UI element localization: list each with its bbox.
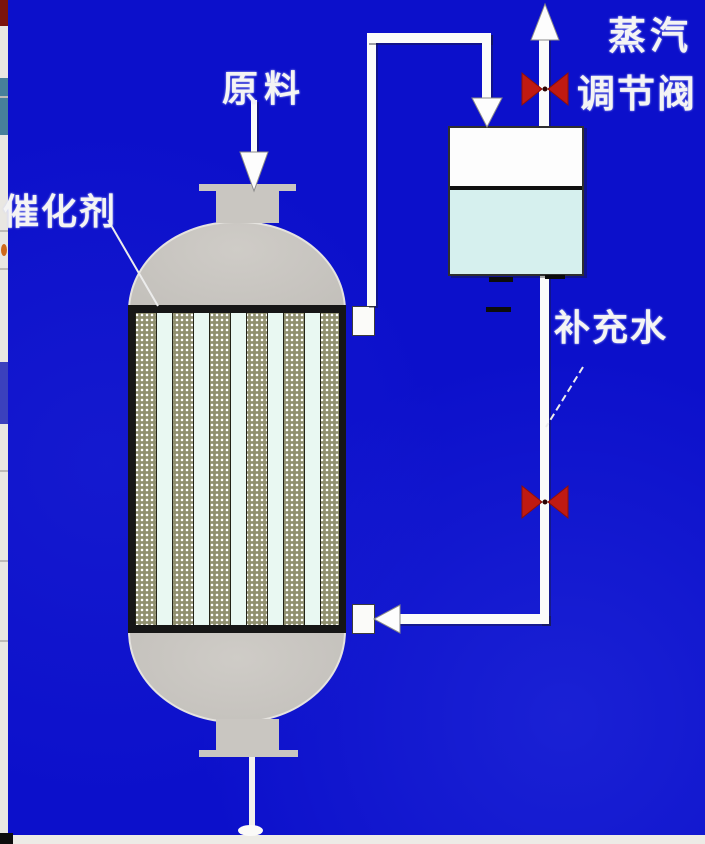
water-dash [489,277,513,282]
riser-pipe-vertical [367,33,376,306]
catalyst-label: 催化剂 [3,191,118,232]
reactor-top-dome [128,221,346,311]
edge-tick [0,230,8,232]
drum-inlet-pipe [482,33,491,100]
page-edge-strip [0,0,8,844]
edge-tick [0,268,8,270]
water-level-line [450,186,582,190]
control-valve-label: 调节阀 [577,74,698,116]
edge-tick [0,470,8,472]
steam-outlet-pipe [539,36,549,126]
water-dash [486,307,511,312]
drain-line-end [238,825,263,836]
makeup-water-pipe [396,614,549,624]
water-dash [545,275,565,279]
riser-pipe-horizontal [367,33,491,43]
steam-drum [448,126,584,312]
reactor-bottom-dome [128,631,346,723]
steam-up-arrow-icon [530,2,560,41]
feed-line [251,100,257,154]
bottom-nozzle-flange [199,750,298,757]
edge-tick [0,560,8,562]
drain-line [249,757,255,828]
feed-nozzle [216,190,279,223]
makeup-water-label: 补充水 [554,307,669,348]
edge-mark-red [0,0,8,26]
catalyst-tube-bundle [128,305,346,633]
edge-tick [0,640,8,642]
edge-mark-orange [1,244,7,256]
makeup-water-leader-line [545,366,584,428]
bottom-nozzle [216,719,279,752]
drum-water [450,190,582,312]
water-inlet-nozzle [352,604,375,634]
steam-label: 蒸汽 [608,16,693,58]
edge-tick [0,96,8,98]
downcomer-pipe [540,276,549,624]
edge-mark-black [0,833,13,844]
steam-outlet-nozzle [352,306,375,336]
feed-label: 原料 [222,68,307,109]
page-bottom-edge [0,835,705,844]
edge-mark-blue [0,362,8,424]
drum-inlet-down-arrow-icon [471,97,503,129]
edge-mark-teal [0,78,8,135]
